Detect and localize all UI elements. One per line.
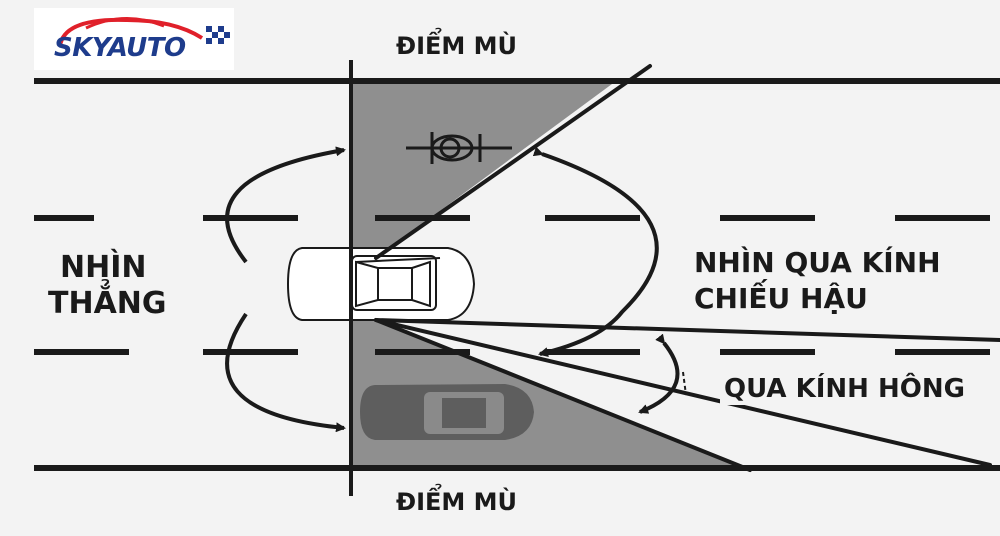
lane-divider-lower <box>34 349 990 355</box>
skyauto-logo: SKYAUTO <box>34 8 234 70</box>
rearview-label-line1: NHÌN QUA KÍNH <box>694 246 941 279</box>
rearview-label-line2: CHIẾU HẬU <box>694 282 868 315</box>
rearview-arrow <box>532 146 659 358</box>
look-straight-arrow-upper <box>225 146 346 264</box>
logo-text: SKYAUTO <box>54 33 186 63</box>
side-mirror-label: QUA KÍNH HÔNG <box>720 374 969 406</box>
boundary-line <box>349 60 353 496</box>
road-edge-top <box>34 78 1000 84</box>
look-straight-label-line2: THẲNG <box>48 286 167 321</box>
look-straight-arrow-lower <box>225 312 346 433</box>
look-straight-label-line1: NHÌN <box>60 250 147 285</box>
side-mirror-arc <box>638 333 680 414</box>
blind-spot-label-bottom: ĐIỂM MÙ <box>396 488 518 516</box>
motorcycle-icon <box>406 132 512 164</box>
logo-swoosh-icon <box>58 17 230 47</box>
road-edge-bottom <box>34 465 1000 471</box>
blind-spot-label-top: ĐIỂM MÙ <box>396 32 518 60</box>
own-car-icon <box>286 247 476 321</box>
lane-divider-upper <box>34 215 990 221</box>
adjacent-car-icon <box>360 384 534 440</box>
blind-zone-top <box>352 84 612 270</box>
side-mirror-tick <box>682 371 687 396</box>
mirror-view-lines <box>374 64 1000 472</box>
